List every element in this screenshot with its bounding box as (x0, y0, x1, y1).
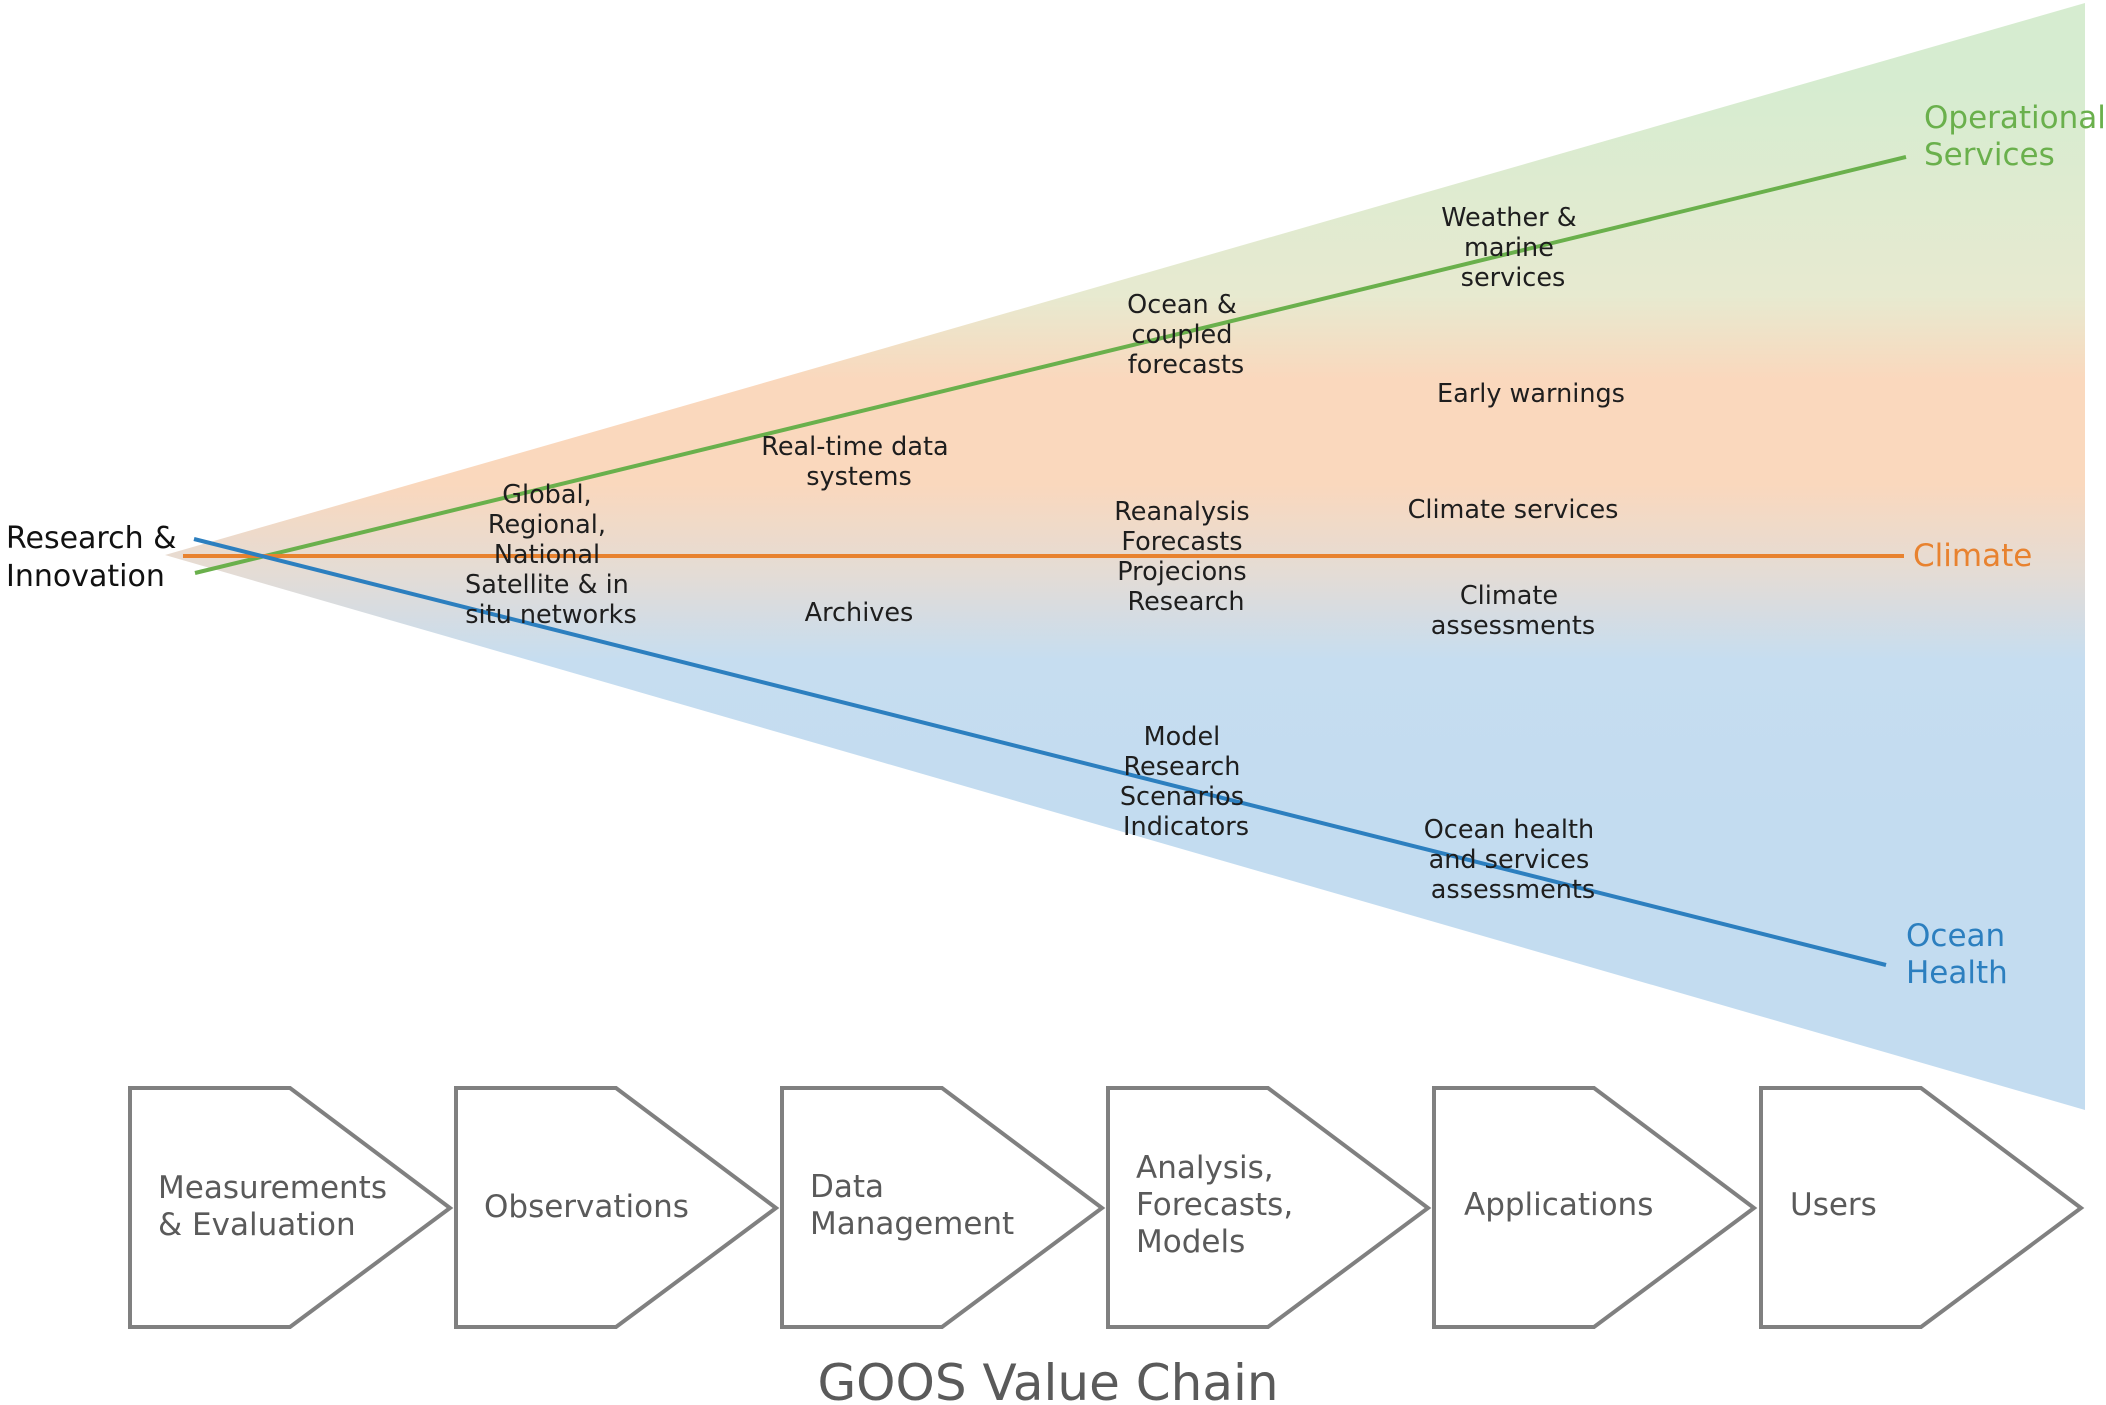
origin-line-1: Research & (6, 521, 177, 556)
annotation-reanalysis: Reanalysis Forecasts Projecions Research (1114, 497, 1258, 617)
annotation-line: Ocean & (1127, 290, 1237, 320)
annotation-line: Regional, (488, 510, 606, 540)
operational-line-1: Operational (1924, 100, 2106, 136)
stage-arrow (1432, 1086, 1758, 1329)
annotation-line: Scenarios (1120, 782, 1244, 812)
origin-line-2: Innovation (6, 559, 165, 594)
annotation-line: Research (1123, 752, 1240, 782)
annotation-line: Global, (502, 480, 591, 510)
annotation-line: Early warnings (1437, 379, 1625, 409)
annotation-line: services (1461, 263, 1566, 293)
stage-label-line: Applications (1464, 1187, 1653, 1223)
annotation-model: Model Research Scenarios Indicators (1120, 722, 1252, 842)
stage-label-line: Observations (484, 1189, 689, 1225)
annotation-line: Ocean health (1424, 815, 1594, 845)
annotation-line: National (494, 540, 600, 570)
annotation-line: Real-time data (761, 432, 948, 462)
annotation-ocean-forecasts: Ocean & coupled forecasts (1127, 290, 1245, 380)
stage-observations: Observations (454, 1086, 780, 1329)
annotation-line: Archives (805, 598, 914, 628)
annotation-line: Climate (1460, 581, 1558, 611)
annotation-line: Indicators (1123, 812, 1249, 842)
ocean-health-line (193, 537, 1887, 967)
stage-label-line: Management (810, 1206, 1014, 1242)
annotation-line: Model (1144, 722, 1221, 752)
annotation-weather: Weather & marine services (1441, 203, 1584, 293)
annotation-line: Reanalysis (1114, 497, 1250, 527)
stage-arrow (128, 1086, 454, 1329)
ocean-health-line-2: Health (1906, 955, 2008, 991)
ocean-health-line-1: Ocean (1906, 918, 2005, 954)
annotation-line: coupled (1131, 320, 1232, 350)
stage-arrow (1759, 1086, 2085, 1329)
annotation-line: Forecasts (1121, 527, 1242, 557)
annotation-line: and services (1429, 845, 1590, 875)
stage-data-management: Data Management (780, 1086, 1106, 1329)
operational-services-line (194, 155, 1907, 575)
stage-label-line: Analysis, (1136, 1150, 1274, 1186)
stage-arrow (454, 1086, 780, 1329)
stage-label-line: Data (810, 1169, 884, 1205)
annotation-climate-services: Climate services (1408, 495, 1619, 525)
annotation-line: forecasts (1128, 350, 1244, 380)
stage-analysis: Analysis, Forecasts, Models (1106, 1086, 1432, 1329)
diagram-title: GOOS Value Chain (817, 1354, 1278, 1405)
stage-label: Users (1790, 1187, 1877, 1223)
stage-label-line: & Evaluation (158, 1207, 356, 1243)
annotation-ocean-health-assessments: Ocean health and services assessments (1424, 815, 1603, 905)
stage-measurements: Measurements & Evaluation (128, 1086, 454, 1329)
stage-label-line: Users (1790, 1187, 1877, 1223)
stage-label: Applications (1464, 1187, 1653, 1223)
annotation-realtime: Real-time data systems (761, 432, 956, 492)
ocean-health-label: Ocean Health (1906, 918, 2015, 991)
annotation-line: marine (1464, 233, 1554, 263)
stage-label: Observations (484, 1189, 689, 1225)
annotation-archives: Archives (805, 598, 914, 628)
stage-label: Measurements & Evaluation (158, 1170, 397, 1243)
stage-arrow (780, 1086, 1106, 1329)
annotation-line: assessments (1431, 611, 1595, 641)
research-innovation-label: Research & Innovation (6, 521, 186, 594)
annotation-line: Research (1128, 587, 1245, 617)
operational-services-label: Operational Services (1924, 100, 2106, 173)
annotation-early-warnings: Early warnings (1437, 379, 1625, 409)
stage-label-line: Measurements (158, 1170, 387, 1206)
annotation-line: Weather & (1441, 203, 1576, 233)
annotation-line: Projecions (1117, 557, 1246, 587)
stage-applications: Applications (1432, 1086, 1758, 1329)
annotation-line: systems (806, 462, 911, 492)
stage-label-line: Models (1136, 1224, 1245, 1260)
stage-label: Analysis, Forecasts, Models (1136, 1150, 1303, 1260)
climate-line-1: Climate (1913, 538, 2032, 574)
stage-arrow (1106, 1086, 1432, 1329)
annotation-line: situ networks (465, 600, 636, 630)
annotation-line: assessments (1431, 875, 1595, 905)
operational-line-2: Services (1924, 137, 2055, 173)
annotation-networks: Global, Regional, National Satellite & i… (465, 480, 637, 630)
annotation-line: Climate services (1408, 495, 1619, 525)
stage-label: Data Management (810, 1169, 1014, 1242)
stage-users: Users (1759, 1086, 2085, 1329)
climate-label: Climate (1913, 538, 2032, 574)
stage-label-line: Forecasts, (1136, 1187, 1293, 1223)
annotation-climate-assessments: Climate assessments (1431, 581, 1595, 641)
annotation-line: Satellite & in (465, 570, 629, 600)
